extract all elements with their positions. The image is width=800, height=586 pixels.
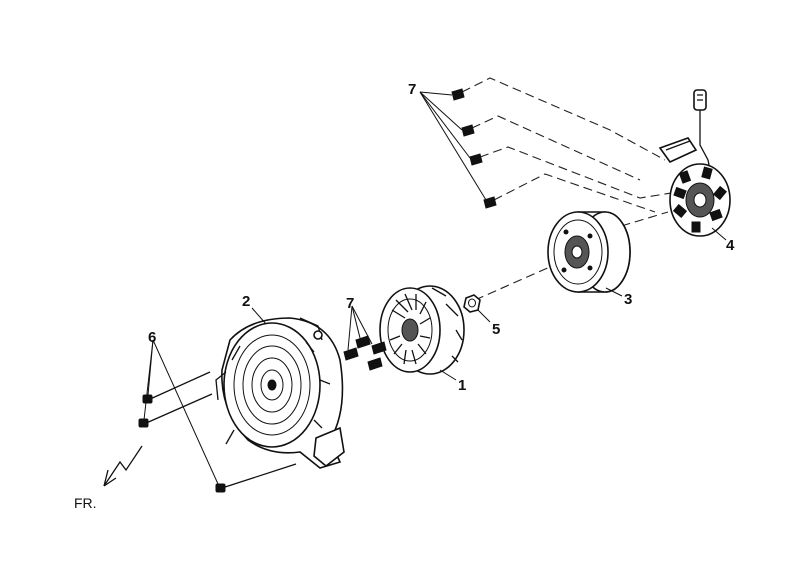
front-direction-arrow-icon bbox=[103, 445, 143, 487]
callout-1: 1 bbox=[458, 377, 466, 394]
callout-leaders bbox=[251, 227, 727, 381]
front-direction-label: FR. bbox=[74, 495, 97, 511]
callout-6: 6 bbox=[148, 329, 156, 346]
screw-icon bbox=[343, 305, 387, 371]
nut-icon bbox=[463, 294, 481, 313]
cooling-fan-icon bbox=[379, 285, 465, 375]
shroud-bolt-icon bbox=[138, 339, 297, 493]
callout-4: 4 bbox=[726, 237, 735, 254]
callout-5: 5 bbox=[492, 321, 500, 338]
assembly-guide-lines bbox=[461, 77, 691, 301]
callout-2: 2 bbox=[242, 293, 250, 310]
callout-7-top: 7 bbox=[408, 81, 416, 98]
fan-shroud-icon bbox=[215, 317, 345, 469]
callout-7-middle: 7 bbox=[346, 295, 354, 312]
callout-3: 3 bbox=[624, 291, 632, 308]
stator-coil-icon bbox=[658, 89, 731, 237]
flywheel-rotor-icon bbox=[547, 211, 631, 293]
screw-icon-top bbox=[419, 88, 497, 209]
